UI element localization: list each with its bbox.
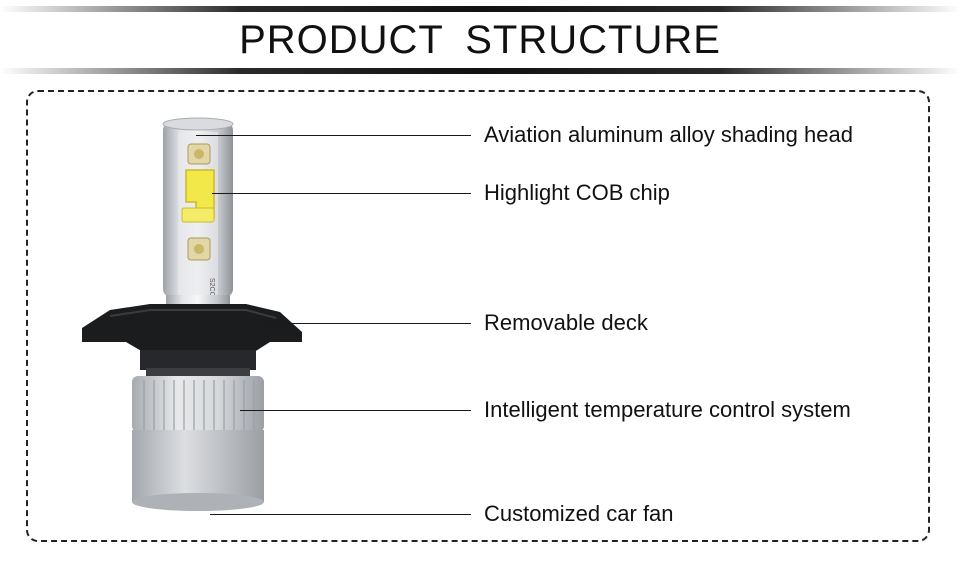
- callout-car-fan: Customized car fan: [484, 501, 674, 526]
- bottom-led-chip: [187, 237, 211, 261]
- fan-cap: [132, 430, 264, 511]
- removable-deck: [82, 304, 302, 376]
- leader-line-temperature-control: [240, 410, 471, 411]
- header-rule-bottom: [0, 68, 960, 74]
- callout-removable-deck: Removable deck: [484, 310, 648, 335]
- cob-chip: [181, 169, 215, 223]
- leader-line-removable-deck: [264, 323, 471, 324]
- callout-temperature-control: Intelligent temperature control system: [484, 397, 851, 422]
- header-rule-top: [0, 6, 960, 12]
- leader-line-cob-chip: [212, 193, 471, 194]
- top-led-chip: [187, 143, 211, 165]
- leader-line-shading-head: [196, 135, 471, 136]
- callout-cob-chip: Highlight COB chip: [484, 180, 670, 205]
- heat-sink: [132, 376, 264, 432]
- page-title: PRODUCT STRUCTURE: [239, 18, 721, 62]
- callout-shading-head: Aviation aluminum alloy shading head: [484, 122, 853, 147]
- diagram-frame: [26, 90, 930, 542]
- led-headlight-bulb-illustration: S2COB-H4: [82, 117, 302, 511]
- leader-line-car-fan: [210, 514, 471, 515]
